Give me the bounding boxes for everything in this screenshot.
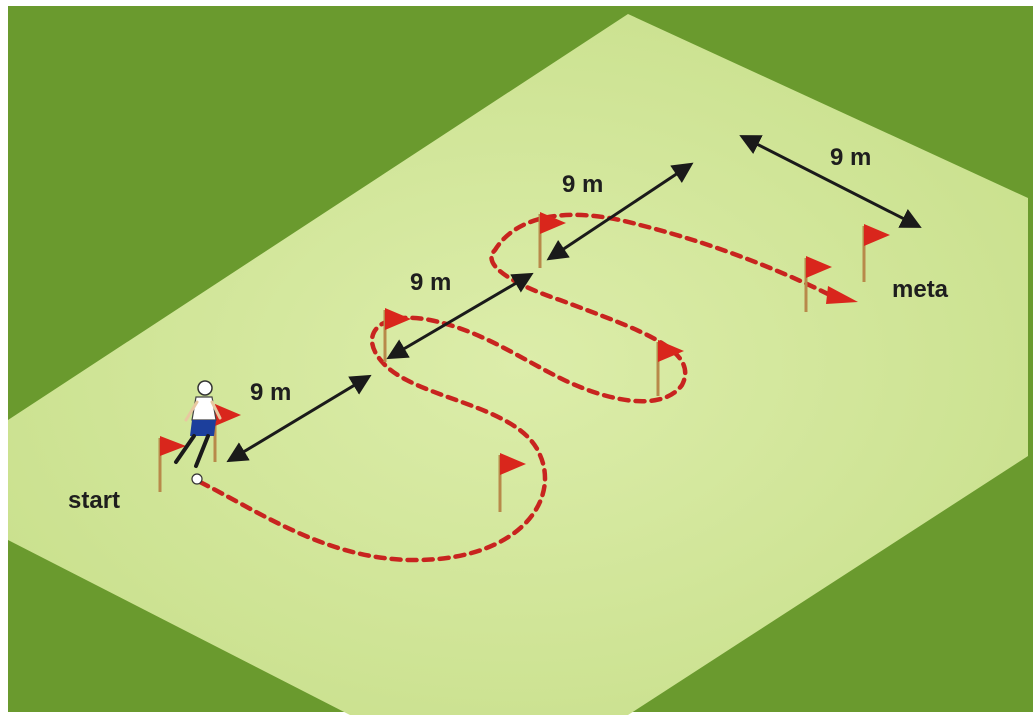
dimension-arrow-2: [386, 272, 534, 360]
flag-icon: [538, 212, 566, 268]
flag-icon: [656, 340, 684, 396]
finish-label: meta: [892, 276, 949, 303]
player-icon: [174, 380, 222, 468]
dimension-arrow-3: [546, 162, 694, 261]
flag-icon: [498, 453, 526, 512]
flag-icon: [383, 308, 411, 362]
start-label: start: [68, 487, 120, 514]
dimension-arrow-4: [739, 135, 922, 228]
path-end-arrowhead: [826, 286, 858, 304]
dimension-label-1: 9 m: [250, 379, 291, 406]
flag-icon: [804, 256, 832, 312]
ball-icon: [191, 473, 203, 485]
flag-icon: [862, 224, 890, 282]
dimension-label-3: 9 m: [562, 171, 603, 198]
dimension-label-4: 9 m: [830, 144, 871, 171]
dimension-arrow-1: [226, 374, 372, 463]
dimension-label-2: 9 m: [410, 269, 451, 296]
flag-icon: [158, 436, 186, 492]
